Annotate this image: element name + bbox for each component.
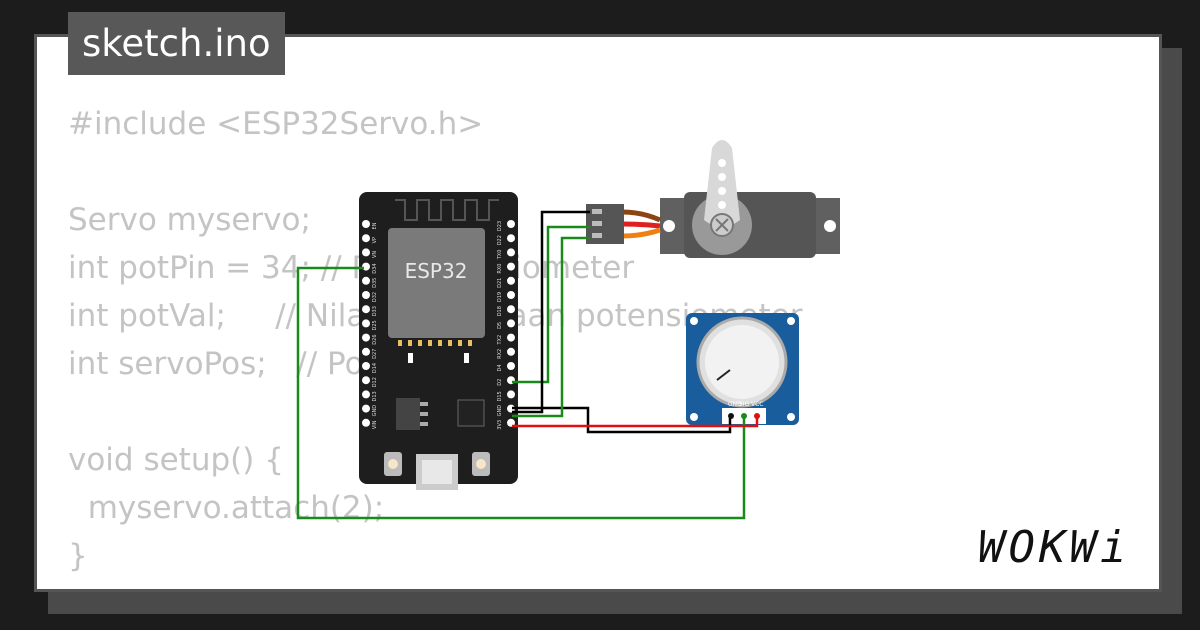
pin-d21[interactable] (507, 276, 515, 285)
pin-d4[interactable] (507, 362, 515, 370)
esp32-module (388, 228, 485, 338)
regulator (396, 398, 420, 430)
pin-vn[interactable] (362, 248, 370, 257)
pin-d35[interactable] (362, 276, 370, 285)
chip-label: ESP32 (405, 259, 468, 283)
pin-label: VIN (372, 420, 378, 429)
pin-label: D21 (497, 278, 503, 288)
pin-label: D5 (497, 322, 503, 329)
pin-label: VP (372, 237, 378, 243)
pin-label: TX2 (497, 335, 503, 346)
pin-d34[interactable] (362, 262, 370, 271)
preview-card (34, 34, 1162, 592)
code-line: myservo.attach(2); (68, 490, 385, 526)
pin-label: RX0 (497, 264, 503, 274)
wokwi-logo[interactable]: WOKWi (978, 522, 1131, 573)
pin-label: D15 (497, 391, 503, 401)
pin-label: D35 (372, 278, 378, 288)
wire-servo-ground (512, 210, 590, 414)
pin-d25[interactable] (362, 319, 370, 328)
file-tab[interactable]: sketch.ino (68, 12, 285, 75)
pin-vp[interactable] (362, 234, 370, 243)
pin-label: D4 (497, 364, 503, 371)
pin-d19[interactable] (507, 291, 515, 299)
pin-label: D13 (372, 391, 378, 401)
pin-label: D22 (497, 235, 503, 245)
pin-label: D23 (497, 221, 503, 231)
pin-label: D26 (372, 334, 378, 344)
pin-label: TX0 (497, 250, 503, 261)
pin-label: D19 (497, 292, 503, 302)
esp32-board[interactable]: ESP32 ENVPVND34D35D32D33D25D26D27D14D12D… (359, 192, 518, 490)
pin-label: D25 (372, 320, 378, 330)
code-line: } (68, 538, 88, 574)
pin-label: EN (372, 222, 378, 229)
wire-pot-signal (296, 266, 746, 520)
pin-rx2[interactable] (507, 347, 515, 356)
pin-label: D12 (372, 377, 378, 387)
pin-d33[interactable] (362, 305, 370, 314)
pin-label: GND (372, 405, 378, 417)
pin-d27[interactable] (362, 347, 370, 356)
wires (296, 210, 759, 520)
pin-label: D34 (372, 263, 378, 273)
potentiometer[interactable]: GND SIG VCC (686, 313, 799, 425)
pin-d22[interactable] (507, 234, 515, 243)
pin-d32[interactable] (362, 291, 370, 299)
pin-d18[interactable] (507, 305, 515, 314)
pin-tx2[interactable] (507, 333, 515, 342)
pin-d13[interactable] (362, 390, 370, 399)
pin-label: D27 (372, 349, 378, 359)
pin-label: D2 (497, 379, 503, 386)
pin-d15[interactable] (507, 390, 515, 399)
pin-d12[interactable] (362, 376, 370, 385)
pin-d26[interactable] (362, 333, 370, 342)
pot-pin-gnd: GND (728, 401, 742, 408)
pin-label: VN (372, 251, 378, 258)
pin-tx0[interactable] (507, 248, 515, 257)
servo-motor[interactable] (660, 140, 840, 258)
pin-rx0[interactable] (507, 262, 515, 271)
pin-label: GND (497, 405, 503, 417)
pin-vin[interactable] (362, 418, 370, 427)
pin-label: D32 (372, 292, 378, 302)
pin-label: RX2 (497, 349, 503, 359)
wire-pot-power (512, 418, 759, 428)
servo-connector (586, 204, 624, 244)
code-line: void setup() { (68, 442, 284, 478)
pin-d23[interactable] (507, 220, 515, 228)
wire-servo-power (512, 236, 590, 418)
pin-label: D14 (372, 363, 378, 373)
code-line: Servo myservo; (68, 202, 311, 238)
code-line: #include <ESP32Servo.h> (68, 106, 484, 142)
pin-label: D18 (497, 306, 503, 316)
pin-en[interactable] (362, 220, 370, 228)
usb-chip (457, 399, 485, 427)
pin-gnd[interactable] (362, 404, 370, 413)
pin-label: 3V3 (497, 420, 503, 430)
pot-pin-sig: SIG (739, 401, 750, 408)
pot-knob-indicator (716, 369, 731, 381)
pin-label: D33 (372, 306, 378, 316)
servo-horn (704, 140, 740, 227)
wire-servo-signal (512, 225, 590, 384)
pin-gnd[interactable] (507, 404, 515, 413)
pin-d5[interactable] (507, 319, 515, 328)
pin-d14[interactable] (362, 362, 370, 370)
pot-pin-vcc: VCC (751, 401, 763, 408)
